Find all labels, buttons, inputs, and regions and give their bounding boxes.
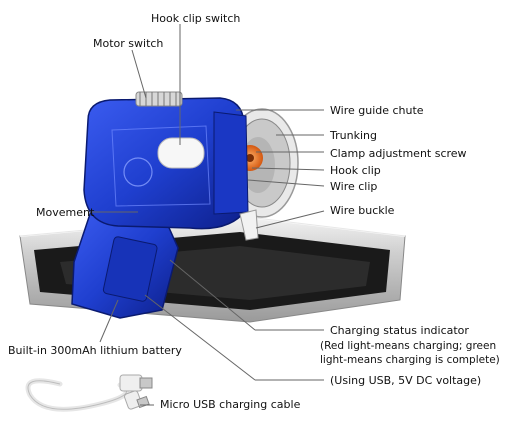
label-trunking: Trunking bbox=[330, 129, 377, 142]
label-wire-buckle: Wire buckle bbox=[330, 204, 395, 217]
leader-lines bbox=[90, 24, 325, 406]
label-usb-voltage: (Using USB, 5V DC voltage) bbox=[330, 374, 482, 387]
label-cable: Micro USB charging cable bbox=[160, 398, 301, 411]
label-clamp-adjustment-screw: Clamp adjustment screw bbox=[330, 147, 467, 160]
label-hook-clip: Hook clip bbox=[330, 164, 381, 177]
label-charging-status-indicator: Charging status indicator bbox=[330, 324, 469, 337]
label-charging-note-line1: (Red light-means charging; green bbox=[320, 340, 497, 352]
label-wire-clip: Wire clip bbox=[330, 180, 378, 193]
wire-buckle bbox=[239, 209, 259, 241]
label-wire-guide-chute: Wire guide chute bbox=[330, 104, 424, 117]
wire-guide-disc bbox=[225, 108, 299, 218]
label-hook-clip-switch: Hook clip switch bbox=[151, 12, 241, 25]
hook-clip-switch bbox=[157, 137, 205, 169]
motor-spring bbox=[135, 91, 183, 107]
label-battery: Built-in 300mAh lithium battery bbox=[8, 344, 182, 357]
usb-cable bbox=[25, 374, 153, 412]
label-charging-note-line2: light-means charging is complete) bbox=[320, 354, 500, 366]
label-movement: Movement bbox=[36, 206, 95, 219]
tool-body bbox=[71, 91, 259, 319]
label-motor-switch: Motor switch bbox=[93, 37, 164, 50]
